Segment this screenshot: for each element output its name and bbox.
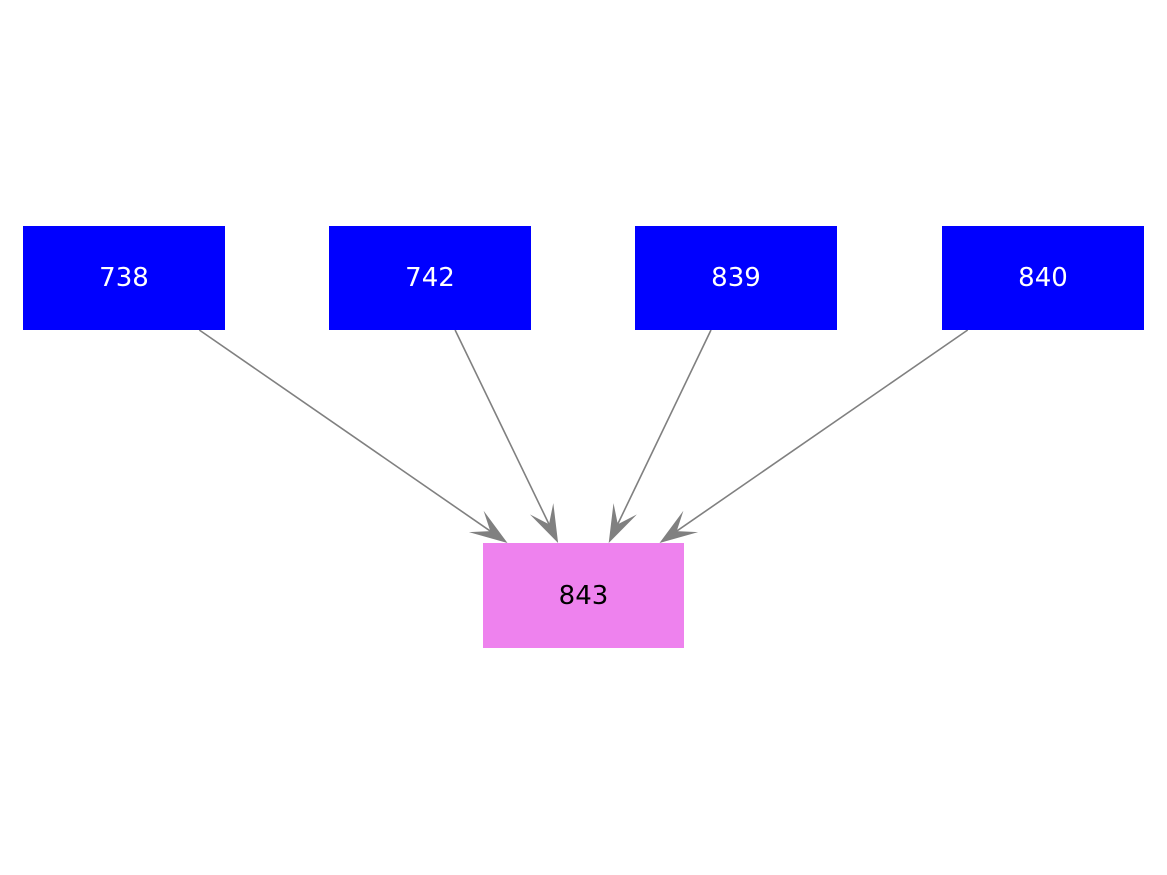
arrowhead-icon (529, 503, 559, 543)
edge-line-738-843 (198, 329, 493, 533)
edge-line-839-843 (616, 329, 712, 527)
node-label: 839 (711, 263, 761, 293)
node-843: 843 (483, 543, 684, 648)
edge-line-840-843 (674, 329, 969, 533)
node-label: 840 (1018, 263, 1068, 293)
arrowhead-icon (468, 510, 508, 543)
node-738: 738 (23, 226, 225, 330)
node-label: 742 (405, 263, 455, 293)
node-742: 742 (329, 226, 531, 330)
edge-line-742-843 (454, 329, 551, 527)
node-label: 738 (99, 263, 149, 293)
node-839: 839 (635, 226, 837, 330)
arrowhead-icon (608, 503, 637, 543)
node-label: 843 (558, 580, 609, 611)
arrowhead-icon (659, 510, 699, 543)
node-840: 840 (942, 226, 1144, 330)
